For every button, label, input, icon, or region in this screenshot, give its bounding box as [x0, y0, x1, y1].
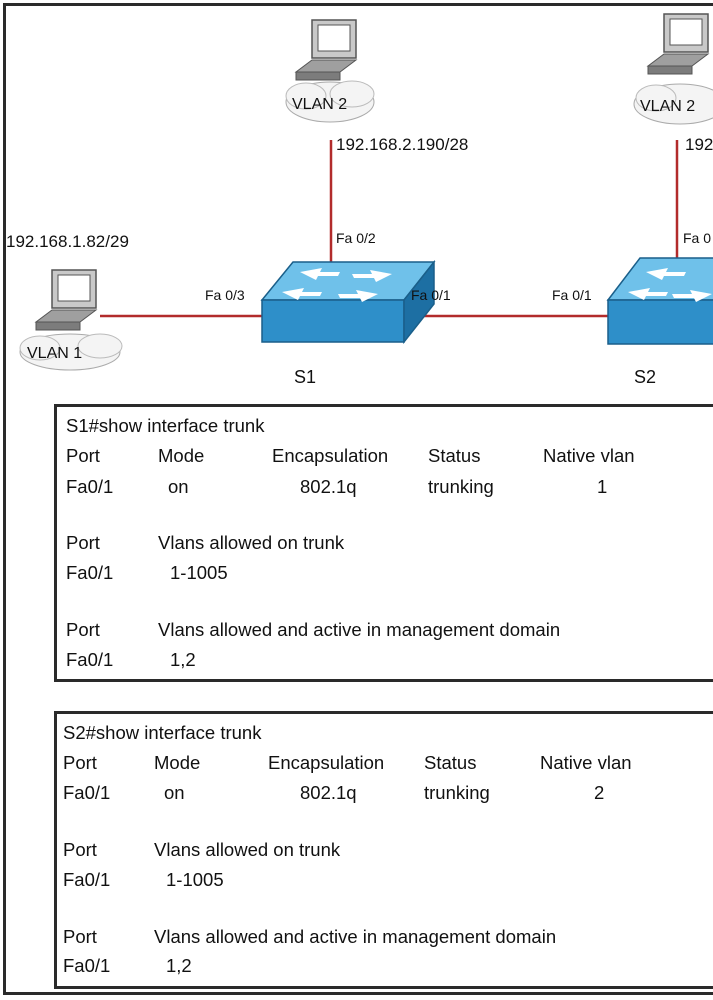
s2-h1-encapsulation: Encapsulation [268, 752, 385, 773]
s1-h1-port: Port [66, 445, 100, 466]
vlan-tag-pc-top1: VLAN 2 [292, 96, 348, 113]
ip-pc-left: 192.168.1.82/29 [6, 232, 129, 251]
diagram-frame [3, 3, 713, 995]
s1-h1-native-vlan: Native vlan [543, 445, 635, 466]
s1-r3-port: Fa0/1 [66, 649, 114, 670]
s1-r3-vlans: 1,2 [170, 649, 196, 670]
s1-r1-encapsulation: 802.1q [300, 476, 357, 497]
s2-prompt: S2#show interface trunk [63, 722, 262, 743]
ip-pc-top1: 192.168.2.190/28 [336, 135, 469, 154]
s2-h1-status: Status [424, 752, 477, 773]
s2-r1-encapsulation: 802.1q [300, 782, 357, 803]
s1-show-interface-trunk-panel: S1#show interface trunk Port Mode Encaps… [54, 404, 713, 682]
port-s1-fa02: Fa 0/2 [336, 230, 376, 246]
s2-h2-vlans: Vlans allowed on trunk [154, 839, 341, 860]
s1-r1-port: Fa0/1 [66, 476, 114, 497]
s2-r1-native-vlan: 2 [594, 782, 605, 803]
switch-s2-icon [606, 257, 713, 345]
s2-r3-vlans: 1,2 [166, 955, 192, 976]
port-s2-fa01: Fa 0/1 [552, 287, 592, 303]
port-s1-fa03: Fa 0/3 [205, 287, 245, 303]
s1-r1-native-vlan: 1 [597, 476, 608, 497]
s2-r3-port: Fa0/1 [63, 955, 111, 976]
switch-s1-label: S1 [294, 367, 317, 387]
vlan-tag-pc-top2: VLAN 2 [640, 98, 696, 115]
s1-h1-encapsulation: Encapsulation [272, 445, 389, 466]
s2-h3-vlans: Vlans allowed and active in management d… [154, 926, 557, 947]
s1-prompt: S1#show interface trunk [66, 415, 265, 436]
pc-top1-icon [285, 19, 375, 123]
s2-r1-status: trunking [424, 782, 490, 803]
s1-h1-mode: Mode [158, 445, 205, 466]
vlan-tag-pc-left: VLAN 1 [27, 345, 83, 362]
s2-r2-vlans: 1-1005 [166, 869, 224, 890]
s2-r1-port: Fa0/1 [63, 782, 111, 803]
s1-h1-status: Status [428, 445, 481, 466]
s2-h1-mode: Mode [154, 752, 201, 773]
s1-r1-mode: on [168, 476, 189, 497]
s1-r1-status: trunking [428, 476, 494, 497]
s1-h2-port: Port [66, 532, 100, 553]
s2-h1-native-vlan: Native vlan [540, 752, 632, 773]
s2-r2-port: Fa0/1 [63, 869, 111, 890]
s1-h2-vlans: Vlans allowed on trunk [158, 532, 345, 553]
ip-pc-top2: 192 [685, 135, 713, 154]
s2-h2-port: Port [63, 839, 97, 860]
port-s1-fa01: Fa 0/1 [411, 287, 451, 303]
switch-s2-label: S2 [634, 367, 657, 387]
topology-graphics [19, 13, 713, 371]
switch-s1-icon [260, 259, 436, 345]
s1-h3-vlans: Vlans allowed and active in management d… [158, 619, 561, 640]
pc-top2-icon [633, 13, 713, 125]
s1-h3-port: Port [66, 619, 100, 640]
s2-show-interface-trunk-panel: S2#show interface trunk Port Mode Encaps… [54, 711, 713, 989]
s1-r2-vlans: 1-1005 [170, 562, 228, 583]
s2-h1-port: Port [63, 752, 97, 773]
s2-r1-mode: on [164, 782, 185, 803]
port-s2-fa0x: Fa 0 [683, 230, 712, 246]
pc-left-icon [19, 269, 123, 371]
s2-h3-port: Port [63, 926, 97, 947]
s1-r2-port: Fa0/1 [66, 562, 114, 583]
